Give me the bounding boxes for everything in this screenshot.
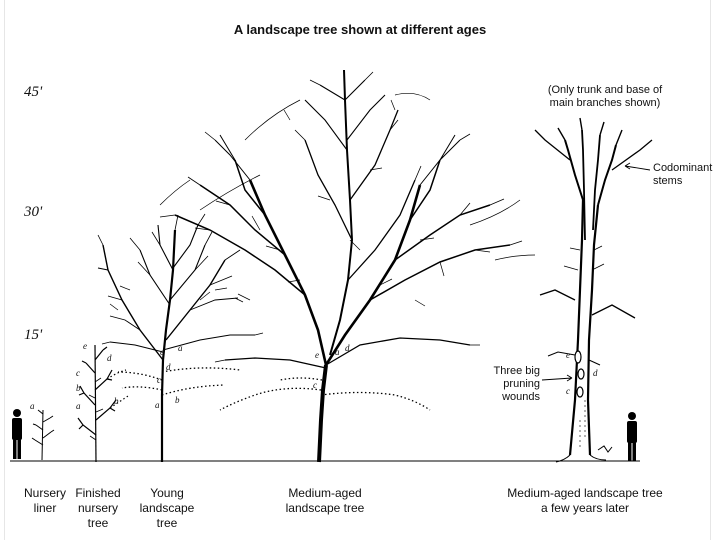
nursery-liner-tree: [31, 409, 55, 461]
young-landscape-tree: [97, 213, 264, 462]
caption-young-landscape-tree: Young landscape tree: [139, 486, 195, 530]
scan-edge-right: [710, 0, 711, 540]
letter-young-b: b: [175, 395, 180, 405]
note-only-trunk-shown: (Only trunk and base of main branches sh…: [547, 84, 663, 109]
letter-later-e: e: [566, 350, 570, 360]
note-codominant-stems: Codominant stems: [653, 162, 713, 187]
diagram-title: A landscape tree shown at different ages: [233, 22, 487, 37]
letter-finished-c: c: [76, 368, 80, 378]
medium-aged-landscape-tree: [159, 69, 536, 463]
caption-medium-aged-landscape-tree: Medium-aged landscape tree: [285, 486, 365, 515]
letter-young-e: e: [160, 347, 164, 357]
letter-medium-e: e: [315, 350, 319, 360]
letter-young-a: a: [155, 400, 160, 410]
scan-edge-left: [4, 0, 5, 540]
human-figure-left: [12, 409, 22, 459]
letter-medium-a: a: [335, 347, 340, 357]
letter-young-d: d: [166, 362, 171, 372]
finished-tree-cut-branches: [106, 369, 129, 409]
letter-finished-d: d: [107, 353, 112, 363]
height-marker-30: 30': [24, 204, 43, 220]
medium-tree-lower-branches-dotted: [219, 377, 431, 411]
letter-later-d: d: [593, 368, 598, 378]
letter-young-a-upper: a: [178, 343, 183, 353]
later-tree-trunk: [534, 117, 653, 456]
caption-nursery-liner: Nursery liner: [23, 486, 66, 515]
caption-finished-nursery-tree: Finished nursery tree: [75, 486, 121, 530]
letter-liner-a: a: [30, 401, 35, 411]
letter-medium-c: c: [313, 380, 317, 390]
letter-young-c: c: [157, 375, 161, 385]
letter-finished-a: a: [76, 401, 81, 411]
later-tree-roots: [555, 445, 613, 463]
letter-medium-d: d: [345, 343, 350, 353]
height-marker-45: 45': [24, 84, 43, 100]
caption-medium-aged-later: Medium-aged landscape tree a few years l…: [507, 486, 663, 515]
height-marker-15: 15': [24, 327, 43, 343]
letter-finished-b-left: b: [76, 383, 81, 393]
human-figure-right: [627, 412, 637, 461]
young-tree-lower-branches-dotted: [117, 367, 241, 396]
letter-later-c: c: [566, 386, 570, 396]
letter-finished-b-right: b: [114, 396, 119, 406]
annotation-arrows: [541, 162, 651, 382]
pruning-wound-marks: [574, 350, 585, 398]
note-pruning-wounds: Three big pruning wounds: [493, 365, 540, 403]
letter-finished-e: e: [83, 341, 87, 351]
